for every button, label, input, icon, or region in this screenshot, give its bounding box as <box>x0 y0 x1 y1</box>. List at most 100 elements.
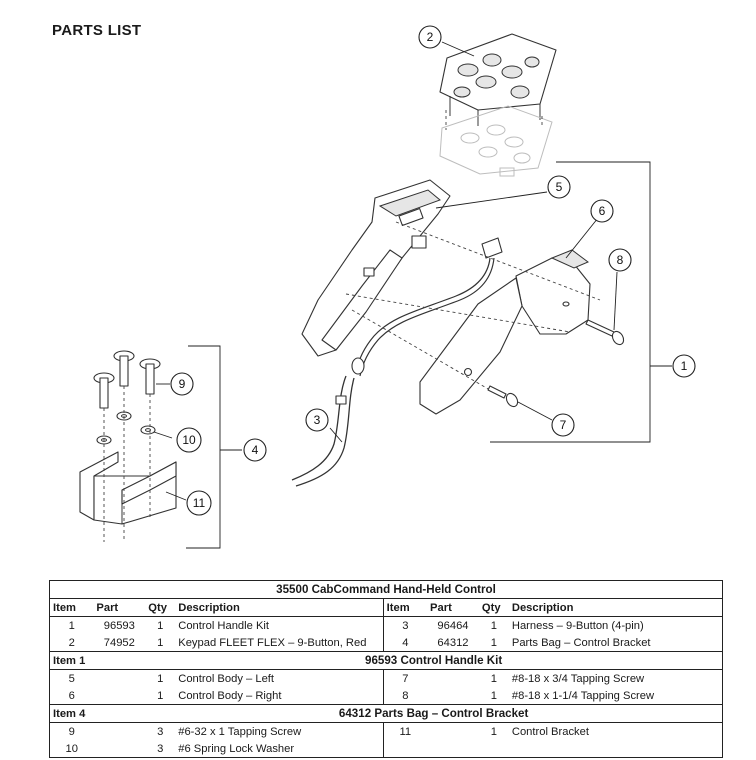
header-part: Part <box>427 598 479 617</box>
callout-2: 2 <box>418 25 442 49</box>
page-title: PARTS LIST <box>52 22 142 39</box>
cell-qty: 1 <box>490 725 498 738</box>
screw-7-illustration <box>487 385 519 408</box>
cell-qty: 1 <box>490 672 498 685</box>
cell-part <box>427 670 479 688</box>
section-title: 96593 Control Handle Kit <box>145 651 723 670</box>
header-item: Item <box>49 598 94 617</box>
callout-1: 1 <box>672 354 696 378</box>
callout-11: 11 <box>186 490 212 516</box>
cell-qty: 3 <box>157 742 164 755</box>
cell-description: Harness – 9-Button (4-pin) <box>511 619 644 632</box>
header-part: Part <box>93 598 146 617</box>
cell-part <box>93 670 145 688</box>
cell-part: 96593 <box>103 619 135 632</box>
callout-4: 4 <box>243 438 267 462</box>
svg-text:9: 9 <box>179 377 186 391</box>
table-title: 35500 CabCommand Hand-Held Control <box>49 580 723 599</box>
cell-qty: 1 <box>157 672 164 685</box>
svg-text:8: 8 <box>617 253 624 267</box>
cell-part: 64312 <box>437 636 469 649</box>
control-body-left-illustration <box>301 179 451 357</box>
section-label: Item 1 <box>49 651 146 670</box>
cell-part <box>93 723 145 741</box>
cell-description: Control Body – Left <box>175 669 384 687</box>
harness-illustration <box>291 237 503 487</box>
keypad-illustration <box>439 33 557 126</box>
cell-item: 7 <box>402 672 409 685</box>
cell-description: #8-18 x 3/4 Tapping Screw <box>511 672 645 685</box>
cell-item: 10 <box>65 742 78 755</box>
header-description: Description <box>175 598 384 617</box>
header-qty: Qty <box>145 598 176 617</box>
cell-description: Control Bracket <box>511 725 589 738</box>
keypad-circuit-board <box>439 105 553 177</box>
callout-10: 10 <box>176 427 202 453</box>
cell-description: #6 Spring Lock Washer <box>175 740 384 758</box>
cell-qty <box>479 740 509 758</box>
table-title-row: 35500 CabCommand Hand-Held Control <box>49 580 723 599</box>
tapping-screws-illustration <box>93 350 161 409</box>
cell-item: 3 <box>402 619 409 632</box>
cell-description: Control Body – Right <box>175 687 384 705</box>
cell-qty: 1 <box>157 619 164 632</box>
svg-text:10: 10 <box>182 433 196 447</box>
section-label: Item 4 <box>49 704 146 723</box>
cell-item: 5 <box>68 672 75 685</box>
section-title: 64312 Parts Bag – Control Bracket <box>145 704 723 723</box>
cell-part <box>427 723 479 741</box>
cell-item: 9 <box>68 725 75 738</box>
cell-description: Control Handle Kit <box>175 616 384 634</box>
cell-qty: 1 <box>157 689 164 702</box>
svg-text:3: 3 <box>314 413 321 427</box>
exploded-parts-drawing: 2 5 6 8 1 7 3 9 10 4 11 <box>79 25 696 549</box>
table-row: 6 1 Control Body – Right 8 1 #8-18 x 1-1… <box>50 687 723 705</box>
cell-part: 74952 <box>103 636 135 649</box>
svg-text:6: 6 <box>599 204 606 218</box>
callout-5: 5 <box>547 175 571 199</box>
svg-text:2: 2 <box>427 30 434 44</box>
callout-9: 9 <box>170 372 194 396</box>
header-description: Description <box>508 598 723 617</box>
cell-qty: 1 <box>490 689 498 702</box>
cell-description <box>509 740 723 758</box>
cell-item: 1 <box>68 619 75 632</box>
cell-item: 11 <box>399 725 412 738</box>
callout-7: 7 <box>551 413 575 437</box>
cell-item: 8 <box>402 689 409 702</box>
table-row: 2 74952 1 Keypad FLEET FLEX – 9-Button, … <box>50 634 723 652</box>
table-header-row: Item Part Qty Description Item Part Qty … <box>49 598 723 617</box>
header-item: Item <box>383 598 428 617</box>
cell-item: 2 <box>68 636 75 649</box>
cell-part: 96464 <box>437 619 469 632</box>
cell-qty: 1 <box>157 636 164 649</box>
cell-description: Keypad FLEET FLEX – 9-Button, Red <box>175 634 384 652</box>
callout-6: 6 <box>590 199 614 223</box>
cell-part <box>93 687 145 705</box>
cell-description: Parts Bag – Control Bracket <box>511 636 651 649</box>
callout-3: 3 <box>305 408 329 432</box>
parts-table: 35500 CabCommand Hand-Held Control Item … <box>49 580 723 758</box>
cell-item <box>383 740 427 758</box>
control-body-right-illustration <box>419 249 591 415</box>
svg-text:5: 5 <box>556 180 563 194</box>
control-bracket-illustration <box>79 451 177 525</box>
lock-washers-illustration <box>96 411 156 445</box>
cell-qty: 3 <box>157 725 164 738</box>
table-row: 10 3 #6 Spring Lock Washer <box>50 740 723 758</box>
cell-item: 6 <box>68 689 75 702</box>
section-header-row: Item 4 64312 Parts Bag – Control Bracket <box>49 704 723 723</box>
callout-8: 8 <box>608 248 632 272</box>
svg-text:7: 7 <box>560 418 567 432</box>
screw-8-illustration <box>585 319 625 346</box>
cell-part <box>427 687 479 705</box>
cell-qty: 1 <box>490 636 498 649</box>
cell-description: #8-18 x 1-1/4 Tapping Screw <box>511 689 655 702</box>
cell-description: #6-32 x 1 Tapping Screw <box>175 722 384 740</box>
svg-text:11: 11 <box>193 496 206 510</box>
section-header-row: Item 1 96593 Control Handle Kit <box>49 651 723 670</box>
table-row: 1 96593 1 Control Handle Kit 3 96464 1 H… <box>50 616 723 634</box>
cell-item: 4 <box>402 636 409 649</box>
table-row: 9 3 #6-32 x 1 Tapping Screw 11 1 Control… <box>50 722 723 741</box>
header-qty: Qty <box>478 598 509 617</box>
